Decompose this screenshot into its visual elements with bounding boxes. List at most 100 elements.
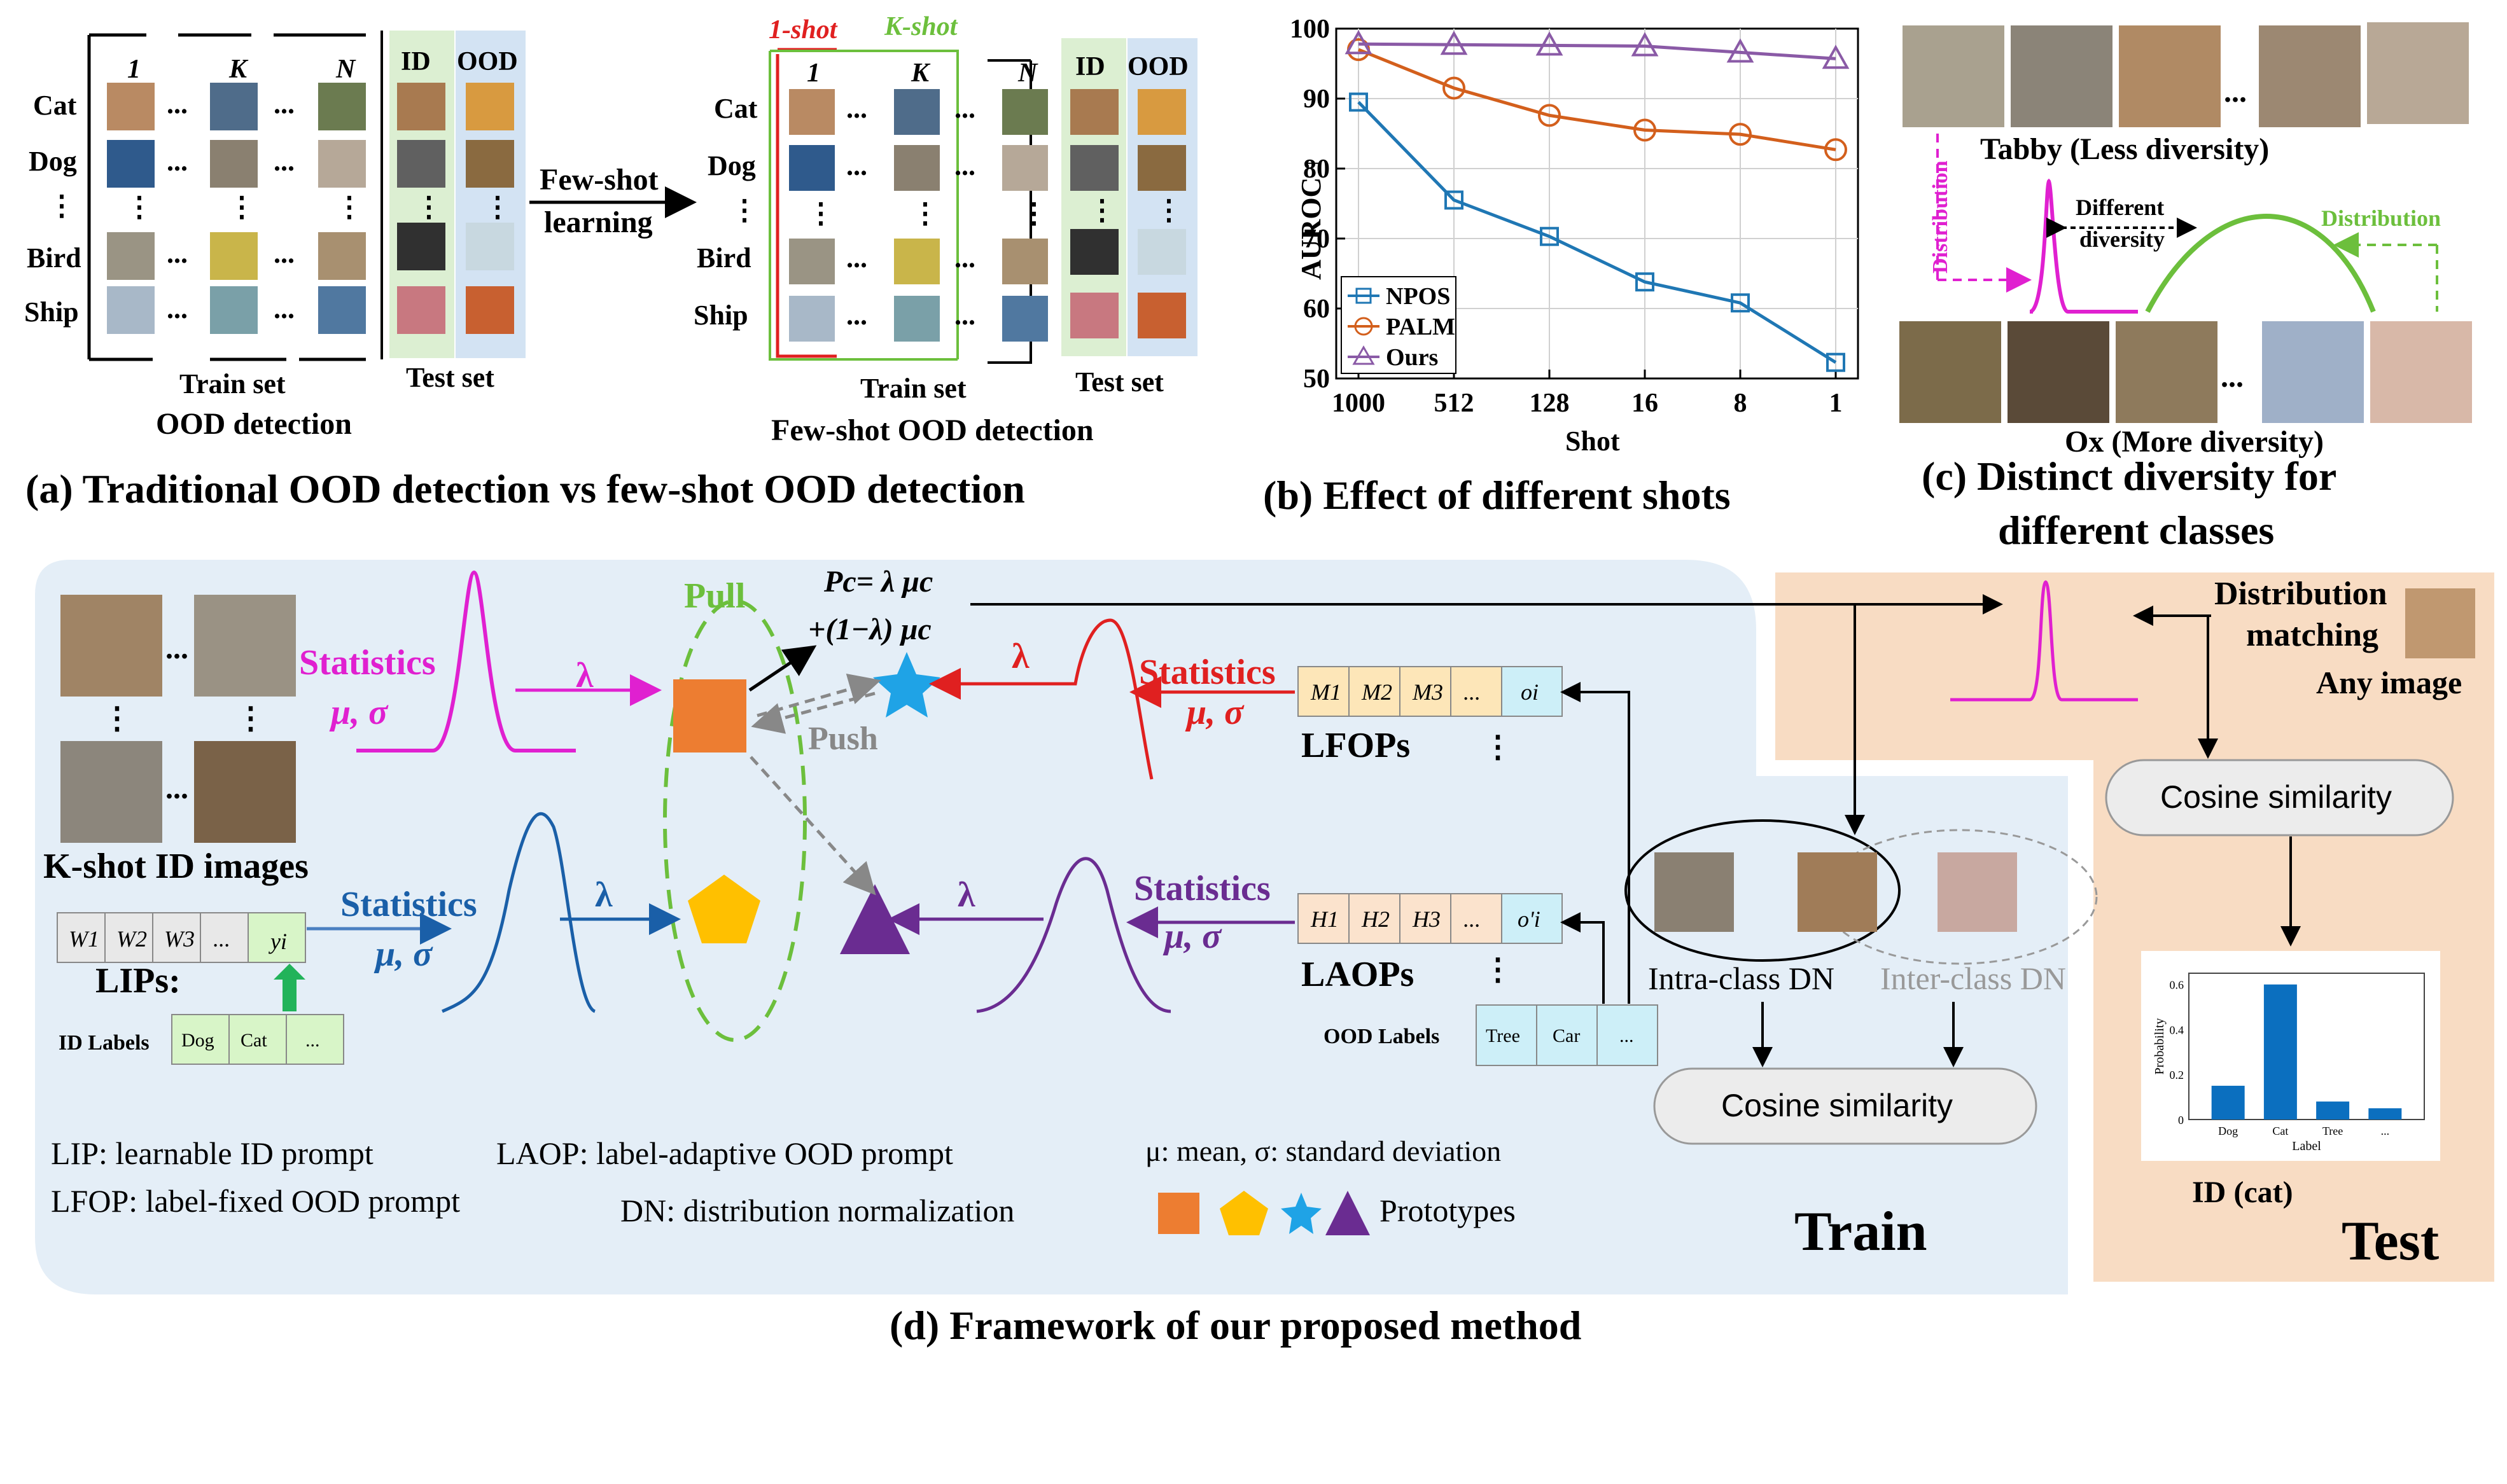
col-label-1: 1: [127, 55, 141, 84]
pc-formula-1: Pc= λ μc: [823, 565, 933, 599]
ood-to-lfop-arrow: [1560, 682, 1630, 1004]
lip-cells: W1 W2 W3 ... yi: [57, 912, 306, 963]
chart-frame: [1335, 27, 1859, 380]
svg-text:yi: yi: [269, 929, 287, 954]
test-thumbnails: [397, 83, 514, 334]
mini-bar: [2263, 984, 2297, 1120]
cosine-train-label: Cosine similarity: [1721, 1088, 1953, 1123]
row-label-dog: Dog: [29, 146, 77, 177]
svg-text:...: ...: [1463, 679, 1481, 705]
row-label-bird: Bird: [27, 242, 81, 274]
vdots: ⋮: [48, 190, 76, 221]
square-to-formula-arrow: [748, 645, 817, 692]
stats-blue: Statistics: [340, 885, 477, 924]
dist-matching-2: matching: [2246, 617, 2378, 653]
fewshot-title: Few-shot OOD detection: [771, 413, 1094, 447]
svg-text:W3: W3: [164, 926, 195, 952]
svg-text:...: ...: [846, 93, 867, 124]
svg-text:⋮: ⋮: [911, 198, 939, 229]
col-label-k: K: [228, 55, 249, 84]
mu-sigma-magenta: μ, σ: [329, 693, 389, 732]
svg-text:...: ...: [274, 88, 295, 120]
mu-sigma-red: μ, σ: [1185, 693, 1245, 732]
test-set-label-right: Test set: [1075, 366, 1164, 398]
caption-d: (d) Framework of our proposed method: [890, 1303, 1581, 1348]
gaussian-blue: [441, 812, 596, 1013]
train-thumbnails: [107, 83, 366, 334]
lfop-cells: M1 M2 M3 ... oi: [1297, 666, 1563, 717]
legend-label: NPOS: [1386, 283, 1450, 310]
intra-image-2: [1798, 852, 1877, 932]
pull-label: Pull: [684, 576, 745, 616]
caption-b: (b) Effect of different shots: [1263, 473, 1731, 518]
gaussian-magenta: [356, 570, 576, 752]
svg-text:⋮: ⋮: [235, 702, 266, 735]
point-ours: [1822, 45, 1850, 69]
stats-red: Statistics: [1139, 653, 1276, 692]
svg-text:...: ...: [213, 926, 230, 952]
train-label: Train: [1794, 1201, 1927, 1263]
chart-y-label: AUROC ↑: [1295, 156, 1327, 280]
point-npos: [1826, 352, 1845, 372]
cosine-test-box: [2105, 759, 2454, 836]
cosine-test-label: Cosine similarity: [2160, 779, 2392, 815]
legend-square: [1158, 1193, 1199, 1234]
wide-distribution-curve: [2145, 214, 2376, 313]
series-line-npos: [1357, 101, 1837, 364]
cosine-train-box: [1653, 1067, 2037, 1145]
lfops-label: LFOPs: [1301, 726, 1410, 765]
svg-text:...: ...: [954, 300, 975, 331]
laops-label: LAOPs: [1301, 955, 1414, 994]
grid-dots: ...... ...... ...... ...... ⋮⋮⋮: [125, 88, 363, 324]
svg-text:...: ...: [165, 632, 188, 665]
legend-lfop: LFOP: label-fixed OOD prompt: [51, 1183, 460, 1219]
ood-header: OOD: [457, 47, 518, 76]
kshot-dots: ... ... ⋮ ⋮: [102, 632, 266, 805]
intra-class-ellipse: [1624, 819, 1901, 962]
svg-text:...: ...: [954, 242, 975, 274]
svg-text:...: ...: [846, 242, 867, 274]
x-tick-label: 128: [1530, 389, 1570, 418]
svg-text:...: ...: [274, 146, 295, 177]
one-shot-label: 1-shot: [769, 15, 838, 45]
caption-c-2: different classes: [1998, 508, 2274, 553]
svg-text:Dog: Dog: [181, 1030, 214, 1051]
prototype-triangle: [840, 884, 910, 954]
point-npos: [1635, 272, 1654, 292]
y-tick-label: 50: [1303, 364, 1330, 394]
laop-cells: H1 H2 H3 ... o'i: [1297, 893, 1563, 944]
point-ours: [1726, 38, 1754, 63]
caption-a: (a) Traditional OOD detection vs few-sho…: [25, 466, 1025, 511]
vdots: ⋮: [1155, 195, 1183, 226]
svg-text:...: ...: [167, 238, 188, 269]
chart-x-label: Shot: [1565, 426, 1620, 457]
lambda-red: λ: [1012, 637, 1030, 676]
prototype-square: [673, 679, 746, 752]
svg-text:Cat: Cat: [241, 1030, 267, 1051]
legend-label: Ours: [1386, 344, 1438, 371]
svg-text:M3: M3: [1412, 679, 1443, 705]
vdots: ⋮: [1088, 195, 1116, 226]
col-label-n: N: [335, 55, 356, 84]
svg-text:...: ...: [274, 238, 295, 269]
dist-matching-1: Distribution: [2214, 576, 2387, 612]
legend-laop: LAOP: label-adaptive OOD prompt: [496, 1135, 953, 1171]
point-npos: [1731, 293, 1750, 313]
mini-y-tick: 0.6: [2170, 979, 2184, 992]
svg-text:...: ...: [954, 150, 975, 181]
point-palm: [1824, 138, 1847, 162]
legend-pentagon: [1220, 1191, 1268, 1235]
svg-text:⋮: ⋮: [102, 702, 132, 735]
point-npos: [1444, 190, 1463, 210]
dots: ...: [2224, 75, 2247, 109]
vdots: ⋮: [1483, 730, 1513, 764]
svg-text:⋮: ⋮: [1020, 198, 1048, 229]
arrow-label-2: learning: [544, 205, 653, 239]
point-palm: [1538, 104, 1561, 127]
panel-a: 1 K N Cat Dog ⋮ Bird Ship ...... ...... …: [24, 12, 1198, 511]
id-labels-title: ID Labels: [59, 1031, 150, 1055]
